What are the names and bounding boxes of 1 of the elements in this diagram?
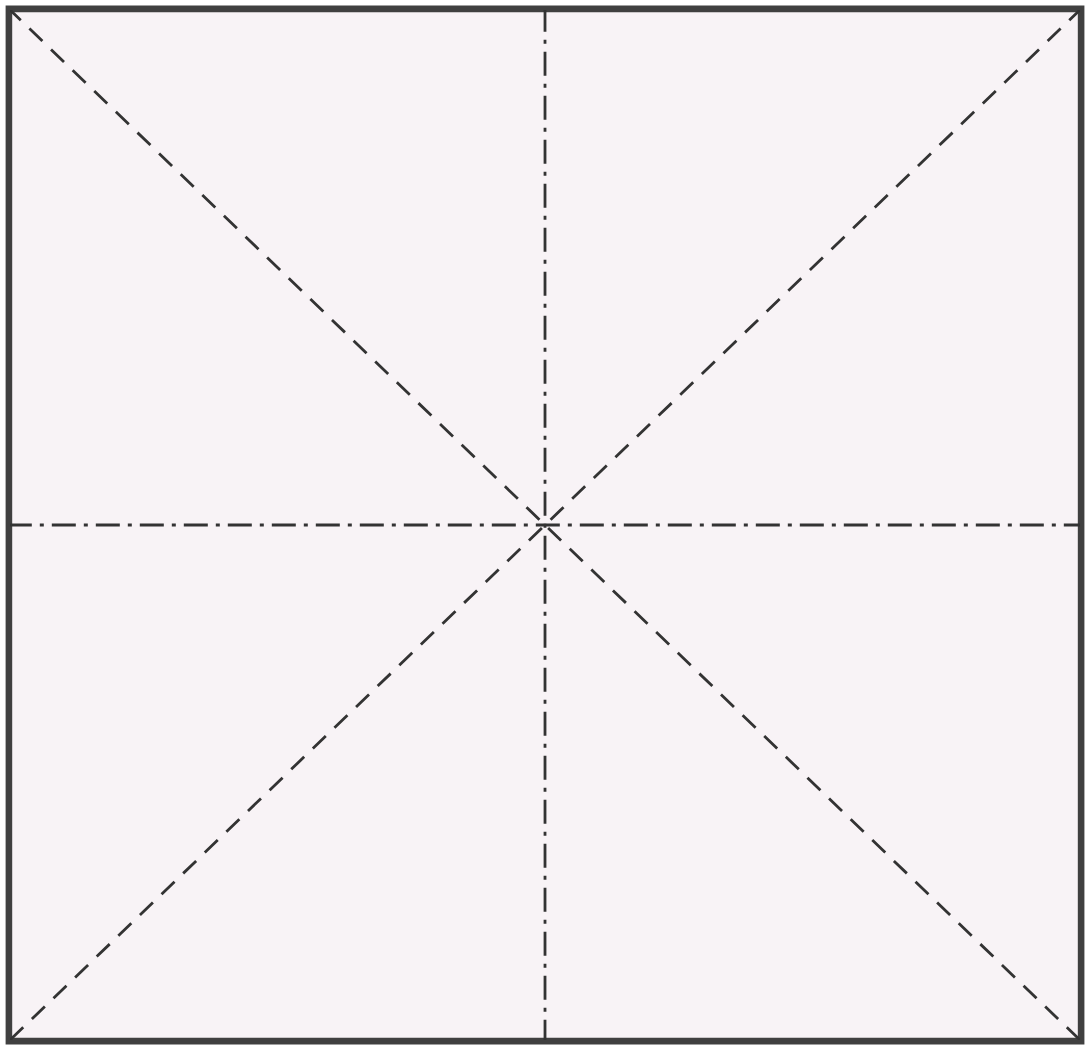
paper-square-drawing	[5, 5, 1085, 1045]
